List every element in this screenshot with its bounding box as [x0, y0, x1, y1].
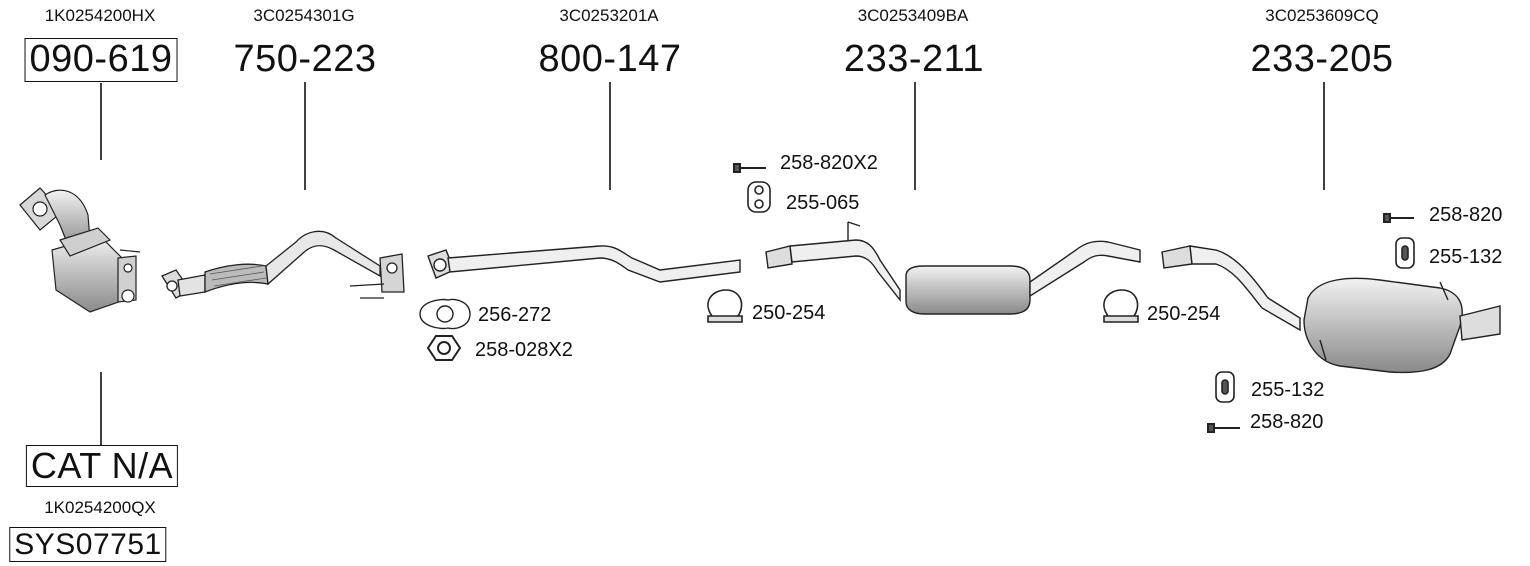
part-number-middle-pipe[interactable]: 800-147	[538, 38, 682, 80]
cat-not-available-label: CAT N/A	[25, 445, 179, 487]
gasket-icon	[419, 298, 471, 330]
nut-part-label[interactable]: 258-028X2	[475, 339, 573, 361]
nut-icon	[426, 335, 462, 361]
oem-code-catalyst: 1K0254200HX	[44, 6, 156, 25]
hanger-part-label-top[interactable]: 255-065	[786, 192, 860, 214]
clamp-part-label-1[interactable]: 250-254	[752, 302, 826, 324]
part-number-front-pipe[interactable]: 750-223	[233, 38, 377, 80]
leader-lines	[100, 82, 1325, 446]
bolt-part-label-right[interactable]: 258-820	[1429, 204, 1503, 226]
part-number-rear-silencer[interactable]: 233-205	[1250, 38, 1394, 80]
hanger-icon-right	[1395, 237, 1415, 269]
catalyst-drawing	[19, 187, 141, 313]
clamp-icon-1	[707, 289, 743, 323]
bolt-icon-top	[733, 163, 766, 173]
middle-pipe-drawing	[427, 245, 741, 283]
hanger-part-label-right[interactable]: 255-132	[1429, 246, 1503, 268]
center-silencer-drawing	[765, 221, 1141, 315]
part-number-center-silencer[interactable]: 233-211	[843, 38, 985, 80]
part-number-catalyst[interactable]: 090-619	[24, 38, 178, 82]
hanger-icon-lower	[1215, 371, 1235, 403]
bolt-icon-lower	[1207, 423, 1240, 433]
bolt-icon-right	[1383, 213, 1414, 223]
clamp-part-label-2[interactable]: 250-254	[1147, 303, 1221, 325]
oem-code-center-silencer: 3C0253409BA	[857, 6, 969, 25]
rear-silencer-drawing	[1161, 245, 1501, 374]
oem-code-rear-silencer: 3C0253609CQ	[1265, 6, 1379, 25]
gasket-part-label[interactable]: 256-272	[478, 304, 552, 326]
bolt-part-label-lower[interactable]: 258-820	[1250, 411, 1324, 433]
oem-code-system: 1K0254200QX	[44, 498, 156, 517]
hanger-part-label-lower[interactable]: 255-132	[1251, 379, 1325, 401]
front-pipe-drawing	[161, 230, 405, 299]
clamp-icon-2	[1103, 289, 1139, 323]
bolt-part-label-top[interactable]: 258-820X2	[780, 152, 878, 174]
hanger-icon-top	[747, 181, 771, 213]
oem-code-middle-pipe: 3C0253201A	[559, 6, 659, 25]
system-number[interactable]: SYS07751	[9, 527, 167, 562]
oem-code-front-pipe: 3C0254301G	[253, 6, 355, 25]
